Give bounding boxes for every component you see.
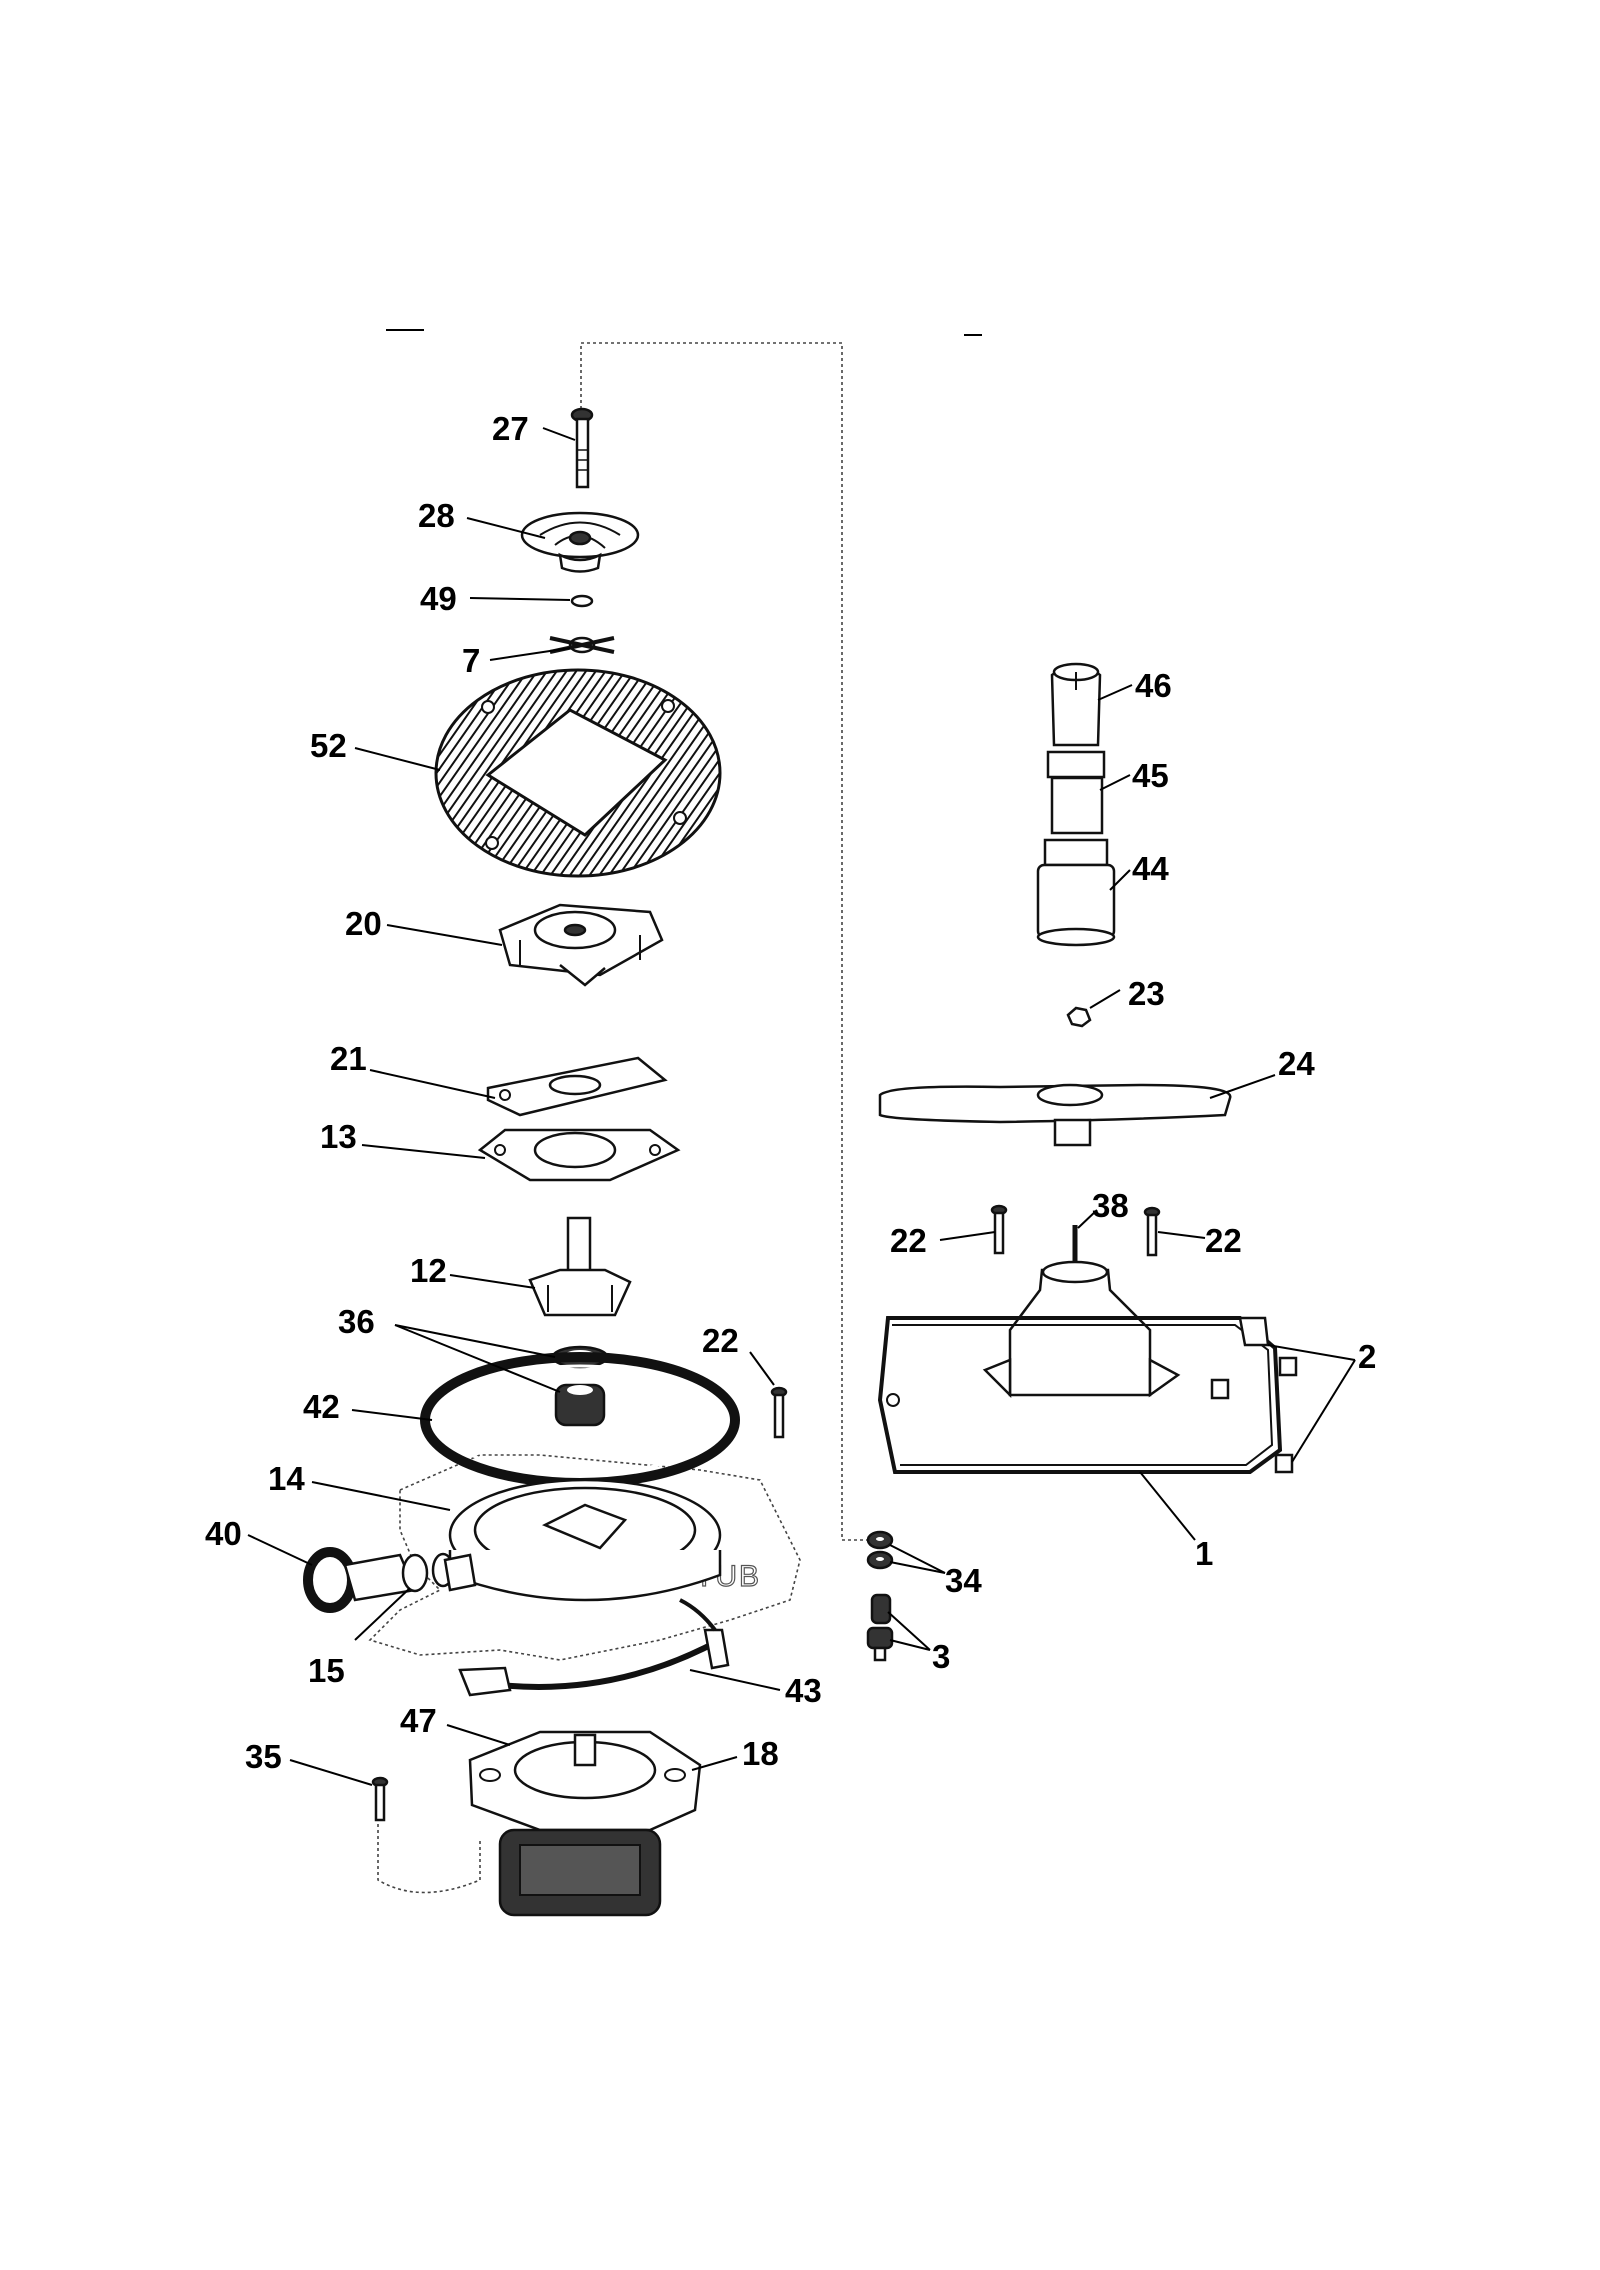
part-40-clamp <box>303 1547 357 1613</box>
callout-13: 13 <box>320 1118 357 1155</box>
callout-14: 14 <box>268 1460 305 1497</box>
leader-lines <box>247 427 1356 1786</box>
callout-27: 27 <box>492 410 529 447</box>
part-27-bolt <box>570 407 594 489</box>
callout-20: 20 <box>345 905 382 942</box>
callout-49: 49 <box>420 580 457 617</box>
callout-34: 34 <box>945 1562 982 1599</box>
callout-7: 7 <box>462 642 480 679</box>
part-35-screw <box>371 1776 389 1822</box>
callout-46: 46 <box>1135 667 1172 704</box>
funnel-housing <box>982 1260 1181 1399</box>
part-15-hose <box>343 1552 477 1602</box>
callout-42: 42 <box>303 1388 340 1425</box>
part-24-spray-arm <box>878 1083 1232 1147</box>
callout-43: 43 <box>785 1672 822 1709</box>
callout-24: 24 <box>1278 1045 1315 1082</box>
part-22-screw-right <box>1143 1206 1161 1257</box>
callout-35: 35 <box>245 1738 282 1775</box>
callout-18: 18 <box>742 1735 779 1772</box>
part-52-chopper-ring <box>434 668 722 878</box>
dotted-route-line <box>580 342 880 1541</box>
callout-labels: 27 28 49 7 52 20 21 13 12 36 42 22 14 40… <box>205 410 1376 1775</box>
part-20-strainer <box>498 903 664 987</box>
part-21-plate <box>486 1056 668 1117</box>
callout-38: 38 <box>1092 1187 1129 1224</box>
part-22-screw-center <box>770 1386 788 1439</box>
tub-outline <box>368 1454 801 1661</box>
callout-23: 23 <box>1128 975 1165 1012</box>
part-22-screw-left <box>990 1204 1008 1255</box>
callout-1: 1 <box>1195 1535 1213 1572</box>
part-2-clips <box>1210 1316 1298 1474</box>
part-46-tube <box>1050 662 1102 747</box>
part-12-hub <box>528 1216 632 1317</box>
callout-45: 45 <box>1132 757 1169 794</box>
callout-15: 15 <box>308 1652 345 1689</box>
callout-12: 12 <box>410 1252 447 1289</box>
callout-36: 36 <box>338 1303 375 1340</box>
callout-40: 40 <box>205 1515 242 1552</box>
callout-2: 2 <box>1358 1338 1376 1375</box>
part-3-fittings <box>866 1593 894 1662</box>
part-18-motor <box>468 1730 702 1917</box>
callout-22-right: 22 <box>1205 1222 1242 1259</box>
part-34-washers <box>866 1530 894 1570</box>
callout-28: 28 <box>418 497 455 534</box>
callout-47: 47 <box>400 1702 437 1739</box>
part-49-ring <box>570 594 594 608</box>
part-43-strap <box>458 1598 730 1697</box>
dotted-wire-loop <box>377 1818 481 1894</box>
part-44-tube <box>1036 838 1116 947</box>
part-28-impeller <box>520 511 640 573</box>
part-23-nut <box>1066 1006 1092 1028</box>
part-45-tube <box>1046 750 1106 835</box>
part-14-housing <box>448 1478 722 1602</box>
callout-52: 52 <box>310 727 347 764</box>
callout-3: 3 <box>932 1638 950 1675</box>
callout-22-center: 22 <box>702 1322 739 1359</box>
part-13-gasket <box>477 1128 681 1182</box>
callout-44: 44 <box>1132 850 1169 887</box>
callout-22-left: 22 <box>890 1222 927 1259</box>
callout-21: 21 <box>330 1040 367 1077</box>
part-7-spider <box>549 636 615 654</box>
